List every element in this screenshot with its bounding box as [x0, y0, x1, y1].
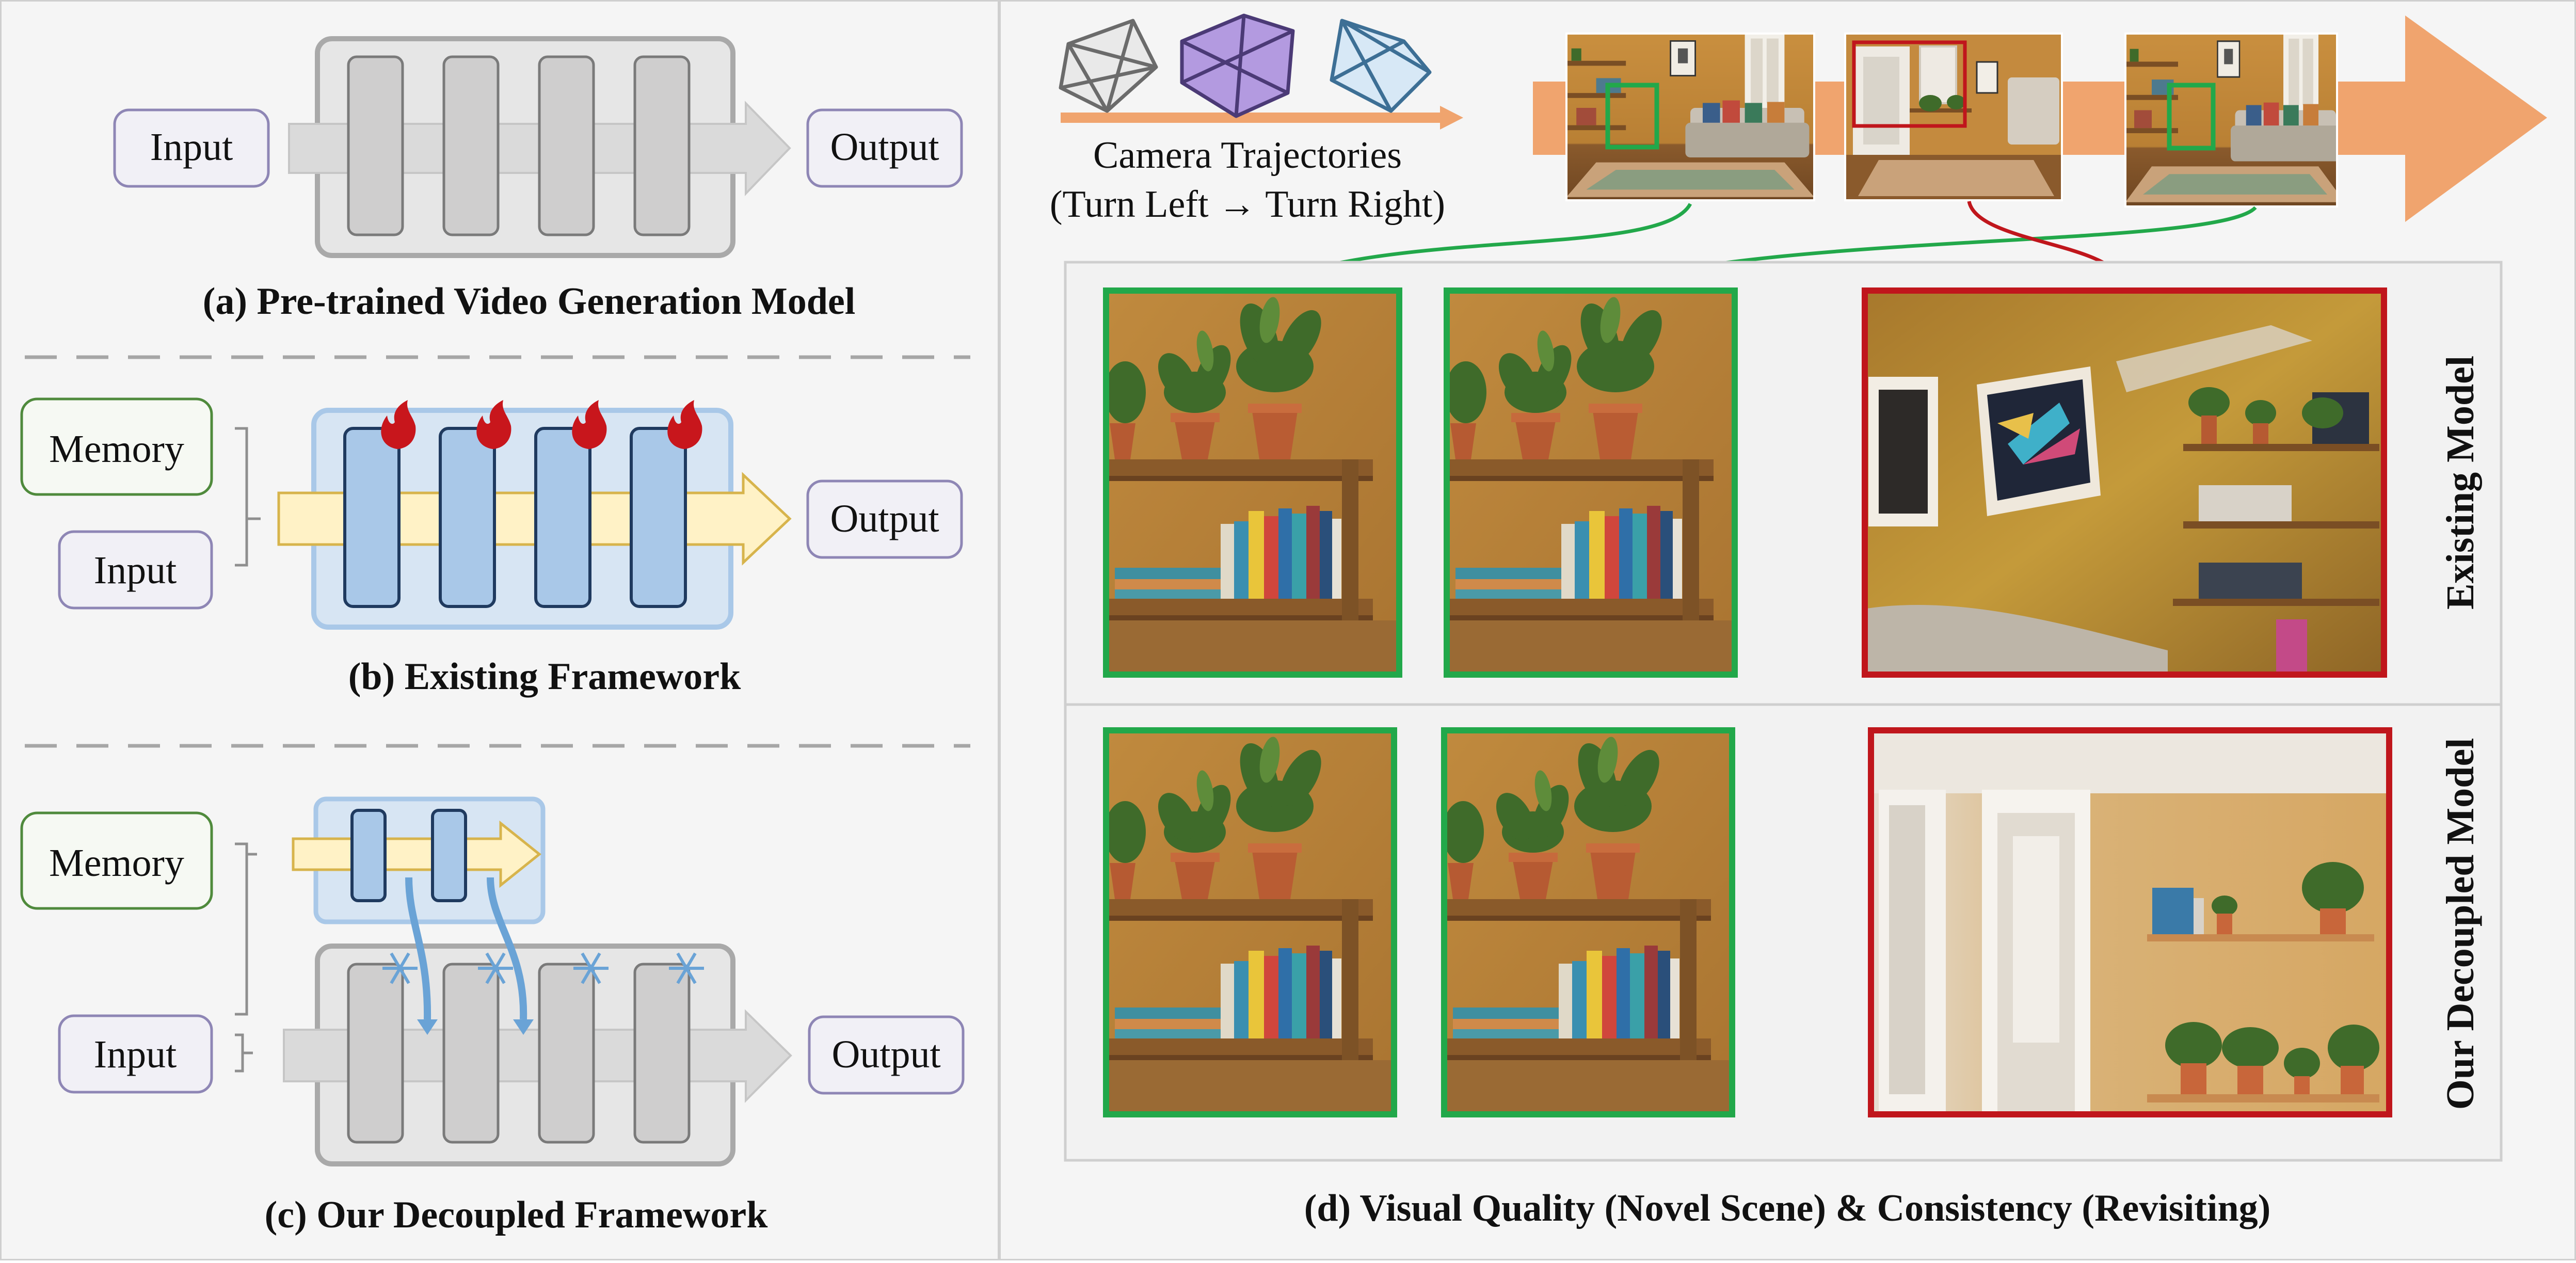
snowflake-icon	[669, 952, 704, 984]
memory-block-c1	[350, 809, 387, 902]
row1-crop-2	[1444, 287, 1738, 678]
caption-d: (d) Visual Quality (Novel Scene) & Consi…	[1304, 1187, 2271, 1229]
memory-label-b: Memory	[49, 427, 184, 471]
frozen-block-c2	[442, 963, 500, 1144]
memory-label-c: Memory	[49, 841, 184, 885]
inject-arrow-head-c1	[417, 1019, 438, 1035]
video-frame-3	[2124, 33, 2338, 207]
input-box-b	[58, 530, 213, 610]
output-box-b	[806, 479, 963, 559]
panel-c: Memory Input Output (c) Our Decoupled Fr…	[20, 796, 965, 1236]
input-box-a	[113, 108, 270, 188]
row2-crop-1	[1103, 727, 1397, 1117]
caption-b: (b) Existing Framework	[348, 656, 741, 698]
camera-frustum-icon	[1059, 19, 1158, 113]
flame-icon	[572, 400, 607, 449]
row2-label: Our Decoupled Model	[2439, 738, 2482, 1110]
trajectory-label-line2: (Turn Left → Turn Right)	[1050, 183, 1445, 226]
output-label-c: Output	[831, 1033, 940, 1076]
row1-crop-1	[1103, 287, 1402, 678]
memory-block-c2	[431, 809, 467, 902]
bracket-c-memory	[235, 842, 257, 1016]
bracket-b	[235, 427, 261, 567]
row1-crop-3-inconsistent	[1862, 287, 2387, 678]
output-box-a	[806, 108, 963, 188]
frozen-block-a3	[538, 55, 595, 236]
input-box-c	[58, 1014, 213, 1094]
frozen-block-c1	[347, 963, 404, 1144]
trainable-block-b4	[630, 427, 687, 608]
frozen-block-c3	[538, 963, 595, 1144]
frozen-block-a2	[442, 55, 500, 236]
frozen-block-a4	[633, 55, 691, 236]
row2-crop-3-consistent	[1868, 727, 2392, 1117]
row2-crop-2	[1441, 727, 1735, 1117]
video-frame-2	[1844, 33, 2063, 201]
flame-icon	[381, 400, 416, 449]
row1-label: Existing Model	[2439, 356, 2482, 610]
video-frame-1	[1565, 33, 1815, 201]
memory-box-c	[20, 811, 213, 910]
inject-arrow-c1	[405, 877, 431, 1020]
input-label-a: Input	[150, 125, 233, 169]
snowflake-icon	[382, 952, 418, 984]
panel-d: Camera Trajectories (Turn Left → Turn Ri…	[1050, 13, 2547, 1229]
highlight-box-green	[1605, 83, 1659, 150]
snowflake-icon	[478, 952, 513, 984]
flame-icon	[476, 400, 511, 449]
input-label-c: Input	[94, 1033, 177, 1076]
input-label-b: Input	[94, 549, 177, 592]
output-label-b: Output	[830, 497, 939, 540]
memory-box-b	[20, 397, 213, 496]
panel-b: Memory Input Output (b) Existing Framewo…	[20, 397, 963, 698]
inject-arrow-c2	[487, 877, 527, 1020]
caption-a: (a) Pre-trained Video Generation Model	[203, 280, 856, 323]
bracket-c-input	[235, 1033, 253, 1073]
trajectory-label-line1: Camera Trajectories	[1093, 134, 1402, 177]
highlight-box-green	[2167, 83, 2216, 151]
trainable-block-b2	[439, 427, 496, 608]
camera-frustum-icon	[1330, 19, 1432, 113]
frozen-block-a1	[347, 55, 404, 236]
panel-a: Input Output (a) Pre-trained Video Gener…	[113, 36, 963, 323]
caption-c: (c) Our Decoupled Framework	[265, 1194, 769, 1236]
snowflake-icon	[573, 952, 609, 984]
highlight-box-red	[1852, 40, 1967, 128]
trainable-block-b1	[343, 427, 401, 608]
flame-icon	[667, 400, 702, 449]
trainable-block-b3	[534, 427, 591, 608]
frozen-block-c4	[633, 963, 691, 1144]
output-box-c	[808, 1015, 965, 1095]
trajectory-arrow-head	[1440, 106, 1463, 130]
camera-trajectory: Camera Trajectories (Turn Left → Turn Ri…	[1050, 13, 1463, 226]
inject-arrow-head-c2	[513, 1019, 534, 1035]
camera-frustum-icon	[1180, 13, 1295, 118]
output-label-a: Output	[830, 125, 939, 169]
